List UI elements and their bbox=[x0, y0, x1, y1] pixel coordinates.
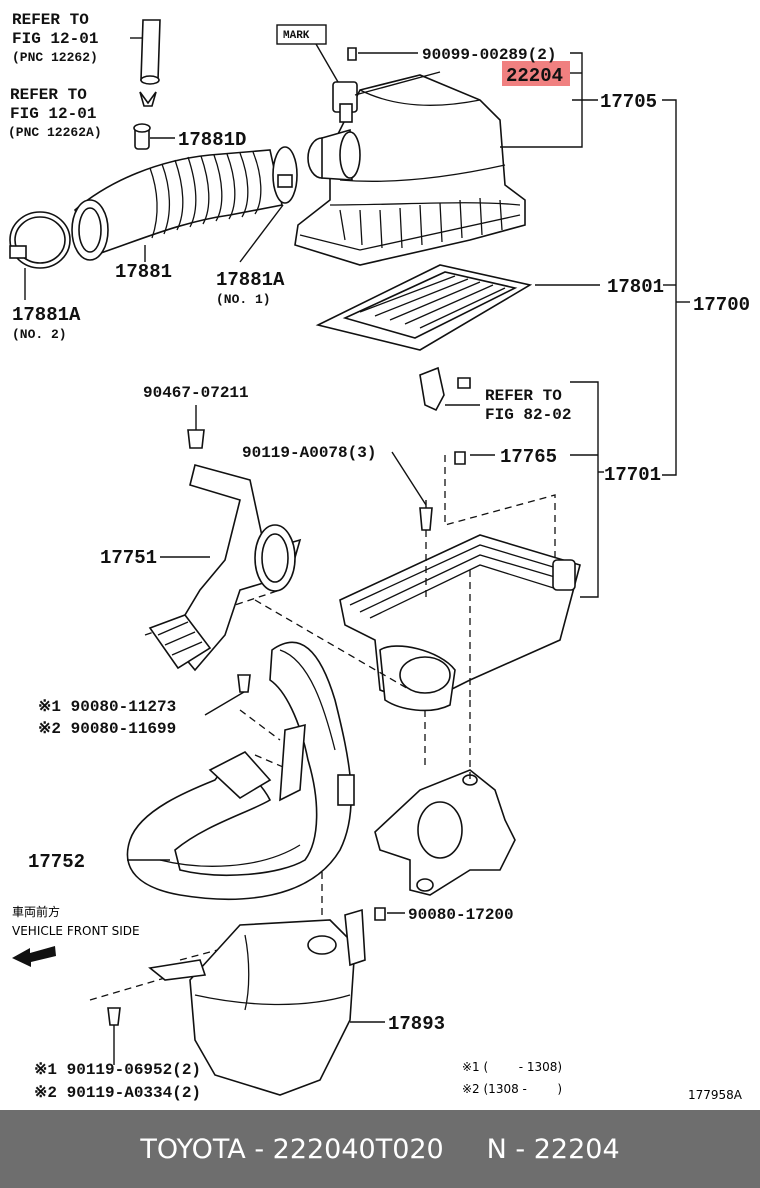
part-label: 17893 bbox=[388, 1013, 445, 1035]
highlight-22204 bbox=[502, 61, 570, 86]
refer-text: REFER TO bbox=[485, 387, 562, 405]
part-label: 17881A bbox=[12, 304, 81, 326]
refer-text: (PNC 12262A) bbox=[8, 125, 102, 140]
vehicle-front-jp: 車両前方 bbox=[12, 904, 60, 919]
clamp-17881A-no2 bbox=[9, 211, 71, 300]
part-label: 17881A bbox=[216, 269, 285, 291]
date-note-1: ※1 ( - 1308) bbox=[462, 1060, 562, 1074]
bracket-part bbox=[419, 366, 471, 412]
part-label: 17801 bbox=[607, 276, 664, 298]
footer-text: TOYOTA - 222040T020 N - 22204 bbox=[140, 1133, 620, 1165]
part-label: 90080-17200 bbox=[408, 906, 514, 924]
grommet-17881D bbox=[133, 123, 175, 150]
part-number-footer: TOYOTA - 222040T020 N - 22204 bbox=[0, 1110, 760, 1188]
part-label: 17881D bbox=[178, 129, 246, 151]
air-cleaner-cap-17705 bbox=[294, 74, 526, 266]
mark-label: MARK bbox=[283, 30, 310, 42]
mass-air-flow-sensor-22204 bbox=[332, 71, 441, 123]
part-label: 17752 bbox=[28, 851, 85, 873]
screw-90099 bbox=[347, 47, 418, 61]
refer-text: FIG 12-01 bbox=[12, 30, 98, 48]
part-label: 17751 bbox=[100, 547, 157, 569]
part-label: ※2 90080-11699 bbox=[38, 720, 176, 738]
figure-number: 177958A bbox=[688, 1088, 743, 1102]
vehicle-front-arrow-icon bbox=[12, 946, 56, 967]
bracket-lines bbox=[445, 52, 690, 598]
air-filter-element-17801 bbox=[315, 264, 600, 351]
parts-diagram: REFER TO FIG 12-01 (PNC 12262) REFER TO … bbox=[8, 11, 751, 1102]
date-note-2: ※2 (1308 - ) bbox=[462, 1082, 562, 1096]
clip-part bbox=[139, 91, 157, 107]
vehicle-front-en: VEHICLE FRONT SIDE bbox=[12, 924, 140, 938]
air-inlet-pipe bbox=[130, 19, 161, 85]
diagram-canvas: REFER TO FIG 12-01 (PNC 12262) REFER TO … bbox=[8, 11, 750, 1102]
part-label: ※1 90119-06952(2) bbox=[34, 1061, 201, 1079]
part-label: 90119-A0078(3) bbox=[242, 444, 376, 462]
hose-17881 bbox=[71, 149, 283, 262]
part-label: ※1 90080-11273 bbox=[38, 698, 176, 716]
part-label: 17881 bbox=[115, 261, 172, 283]
part-label: 17700 bbox=[693, 294, 750, 316]
part-label: 90467-07211 bbox=[143, 384, 249, 402]
bolt-90119-A0078 bbox=[391, 451, 433, 531]
resonator-17893 bbox=[107, 907, 405, 1096]
part-label-highlighted: 22204 bbox=[506, 65, 563, 87]
refer-text: (PNC 12262) bbox=[12, 50, 98, 65]
mark-box bbox=[276, 24, 339, 83]
air-cleaner-case-17701 bbox=[339, 451, 581, 712]
air-duct-17752 bbox=[126, 641, 355, 900]
part-label: ※2 90119-A0334(2) bbox=[34, 1084, 201, 1102]
refer-text: FIG 12-01 bbox=[10, 105, 96, 123]
part-sublabel: (NO. 1) bbox=[216, 292, 271, 307]
part-label: 17705 bbox=[600, 91, 657, 113]
air-duct-17751 bbox=[148, 405, 302, 672]
part-label: 90099-00289(2) bbox=[422, 46, 556, 64]
refer-text: FIG 82-02 bbox=[485, 406, 571, 424]
refer-text: REFER TO bbox=[10, 86, 87, 104]
part-sublabel: (NO. 2) bbox=[12, 327, 67, 342]
clamp-17881A-no1 bbox=[239, 146, 298, 263]
part-label: 17701 bbox=[604, 464, 661, 486]
refer-text: REFER TO bbox=[12, 11, 89, 29]
part-label: 17765 bbox=[500, 446, 557, 468]
bracket-lower bbox=[374, 769, 516, 896]
